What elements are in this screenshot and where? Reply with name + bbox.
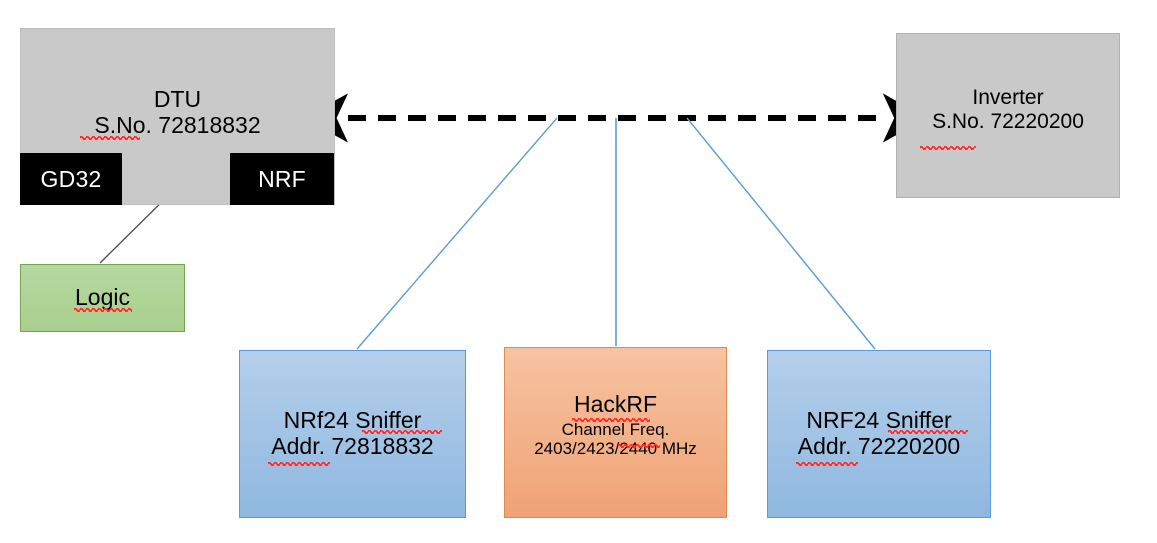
- hackrf-title: HackRF: [573, 391, 658, 417]
- sniffer-right-node[interactable]: NRF24 Sniffer Addr. 72220200: [767, 350, 991, 518]
- sniffer-right-addr: Addr. 72220200: [797, 433, 961, 459]
- tap-line-sniffer-right: [686, 117, 876, 350]
- sniffer-right-title: NRF24 Sniffer: [806, 407, 952, 434]
- gd32-chip-node[interactable]: GD32: [20, 153, 122, 205]
- nrf-label: NRF: [258, 165, 306, 192]
- logic-analyzer-node[interactable]: Logic: [20, 264, 185, 332]
- gd32-label: GD32: [40, 165, 102, 192]
- inverter-node[interactable]: Inverter S.No. 72220200: [896, 33, 1120, 198]
- hackrf-frequencies: 2403/2423/2440 MHz: [534, 438, 697, 458]
- dtu-serial: S.No. 72818832: [94, 111, 261, 138]
- hackrf-node[interactable]: HackRF Channel Freq. 2403/2423/2440 MHz: [504, 347, 727, 518]
- hackrf-channel-label: Channel Freq.: [561, 419, 670, 439]
- dtu-title: DTU: [153, 86, 202, 112]
- logic-label: Logic: [75, 284, 130, 311]
- sniffer-tap-lines: [356, 117, 876, 350]
- inverter-title: Inverter: [972, 86, 1044, 109]
- sniffer-left-addr: Addr. 72818832: [271, 433, 434, 459]
- nrf-chip-node[interactable]: NRF: [230, 153, 334, 205]
- sniffer-left-node[interactable]: NRf24 Sniffer Addr. 72818832: [239, 350, 466, 518]
- sniffer-left-title: NRf24 Sniffer: [283, 407, 422, 434]
- inverter-serial: S.No. 72220200: [932, 109, 1084, 133]
- tap-line-sniffer-left: [356, 117, 558, 350]
